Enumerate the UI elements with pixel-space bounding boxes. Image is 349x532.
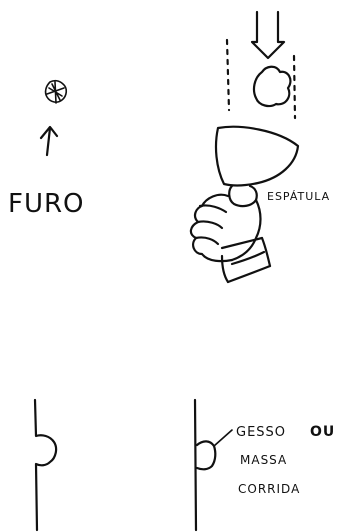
up-arrow-icon xyxy=(41,127,57,155)
gesso-label: GESSO xyxy=(236,425,286,440)
spatula-handle xyxy=(229,186,257,206)
espatula-label: ESPÁTULA xyxy=(267,190,330,203)
hole-scribble xyxy=(46,81,67,103)
hand-holding-spatula xyxy=(191,195,270,282)
wall-profile-before xyxy=(35,400,56,530)
ou-label: OU xyxy=(310,424,335,440)
plaster-blob xyxy=(254,67,290,106)
massa-label: MASSA xyxy=(240,453,287,467)
wall-profile-after xyxy=(195,400,232,530)
furo-label: FURO xyxy=(8,189,85,219)
spatula-blade xyxy=(216,127,298,186)
corrida-label: CORRIDA xyxy=(238,482,300,496)
down-arrow-icon xyxy=(252,12,284,58)
